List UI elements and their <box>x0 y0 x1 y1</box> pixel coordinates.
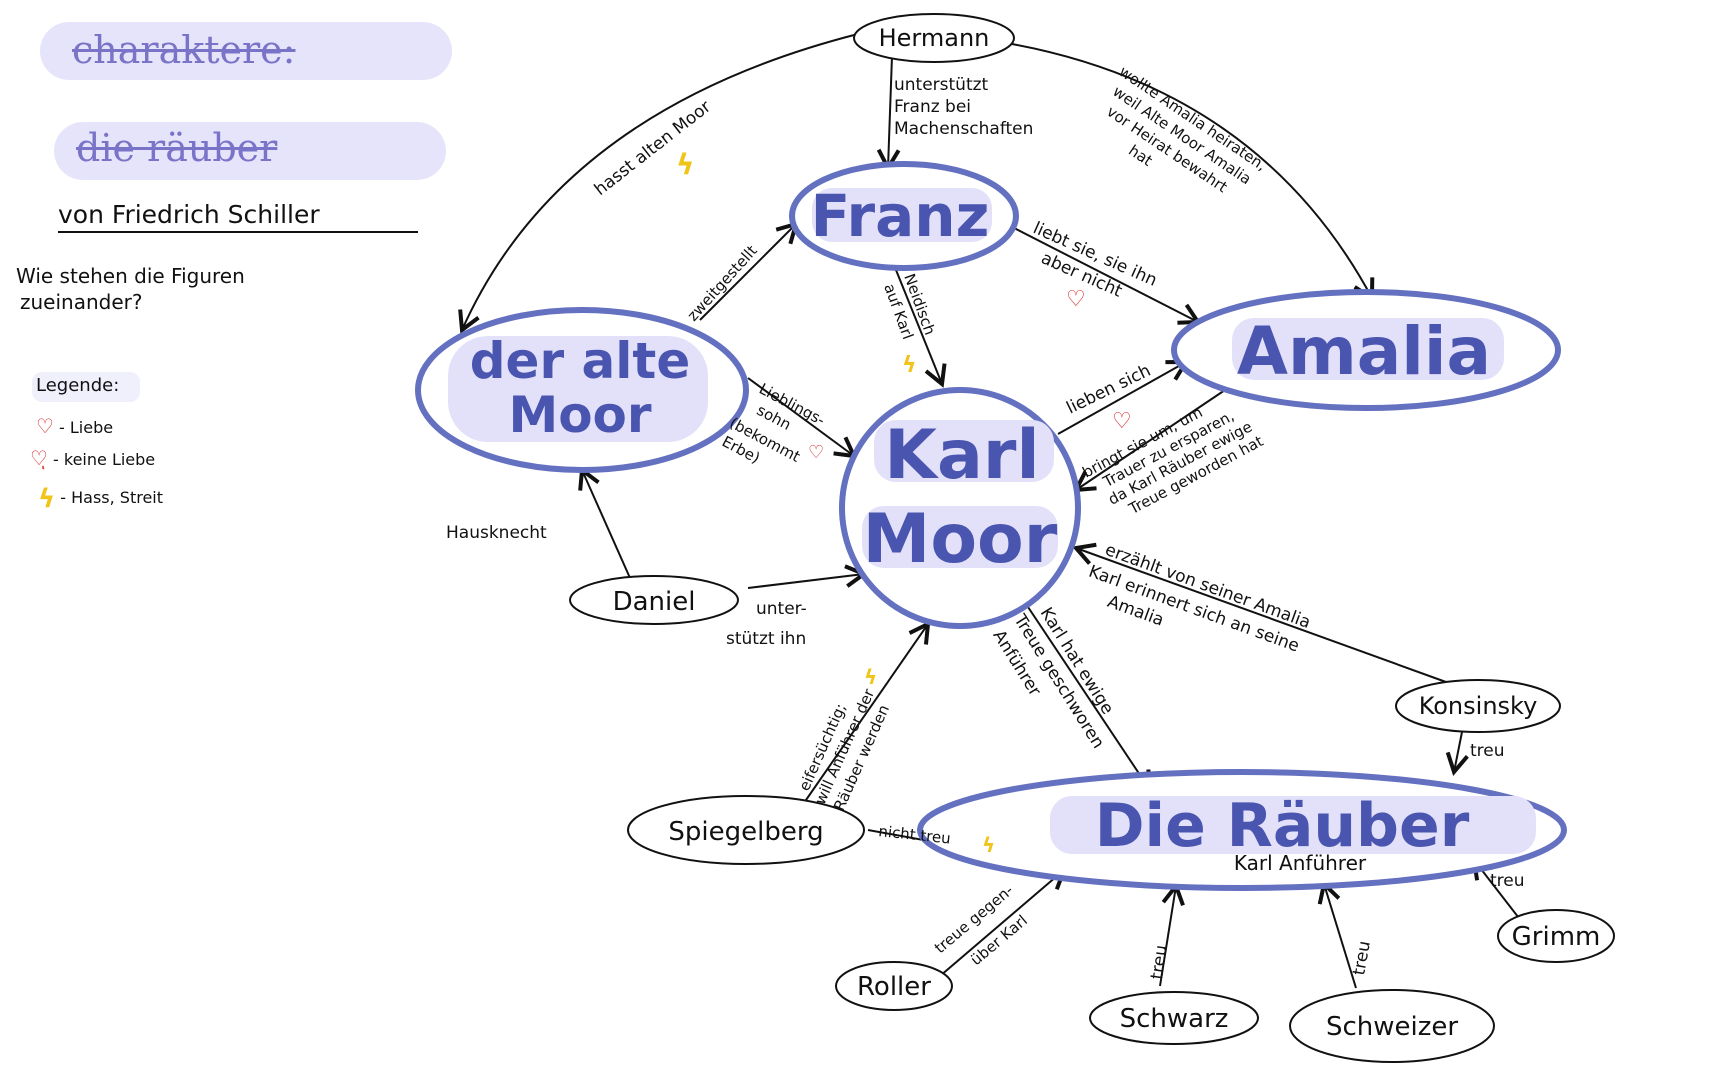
edge-karl-amalia <box>1057 362 1186 435</box>
node-schweizer <box>1289 989 1495 1063</box>
node-karl-moor: Karl Moor <box>839 387 1081 629</box>
label-karl-amalia-love: lieben sich <box>1063 361 1154 419</box>
heart-icon: ♡ <box>36 414 54 438</box>
hermann-label: Hermann <box>879 24 990 52</box>
broken-heart-icon: ♡ <box>1066 287 1086 312</box>
node-schwarz <box>1089 991 1259 1045</box>
legend-title: Legende: <box>36 375 120 396</box>
edge-schweizer-raeuber <box>1324 884 1357 989</box>
edge-schwarz-raeuber <box>1159 886 1176 987</box>
lightning-icon: ϟ <box>38 484 56 514</box>
edge-altemoor-karl <box>747 377 854 456</box>
heart-icon: ♡ <box>1112 409 1132 434</box>
legend-item-hate: ϟ - Hass, Streit <box>38 484 164 514</box>
label-altemoor-franz: zweitgestellt <box>684 242 761 325</box>
edge-hermann-altemoor <box>462 33 859 330</box>
edge-amalia-karl <box>1076 387 1229 490</box>
edge-franz-amalia <box>1013 227 1198 322</box>
label-grimm-raeuber: treu <box>1490 871 1525 891</box>
broken-heart-icon: ♡ͅ <box>30 446 48 470</box>
node-raeuber: Die Räuber Karl Anführer <box>917 769 1567 891</box>
edge-hermann-franz <box>888 55 892 168</box>
edge-roller-raeuber <box>939 870 1064 977</box>
edge-konsinsky-raeuber <box>1454 731 1462 772</box>
label-daniel-karl-2: stützt ihn <box>726 629 806 649</box>
amalia-label: Amalia <box>1237 313 1491 390</box>
lightning-icon: ϟ <box>864 665 877 689</box>
sidebar-question-1: Wie stehen die Figuren <box>16 264 245 288</box>
node-grimm <box>1497 909 1615 963</box>
spiegelberg-label: Spiegelberg <box>668 817 823 847</box>
label-hermann-franz-2: Franz bei <box>894 97 971 117</box>
edge-franz-karl <box>895 269 942 384</box>
edge-hermann-amalia <box>1011 43 1372 298</box>
raeuber-label: Die Räuber <box>1095 791 1470 861</box>
label-hermann-franz-3: Machenschaften <box>894 119 1033 139</box>
label-schwarz-raeuber: treu <box>1147 944 1172 981</box>
legend-item-no-love: ♡ͅ - keine Liebe <box>30 446 156 470</box>
label-konsinsky-raeuber: treu <box>1470 741 1505 761</box>
label-daniel-altemoor: Hausknecht <box>446 523 547 543</box>
legend-highlight <box>32 372 140 402</box>
label-schweizer-raeuber: treu <box>1349 939 1375 976</box>
grimm-label: Grimm <box>1512 922 1601 952</box>
node-alte-moor: der alte Moor <box>415 307 749 473</box>
roller-label: Roller <box>857 972 931 1002</box>
node-hermann <box>853 13 1015 63</box>
alte-moor-label-1: der alte <box>470 332 690 390</box>
franz-label: Franz <box>811 182 990 250</box>
label-hermann-franz-1: unterstützt <box>894 75 989 95</box>
lightning-icon: ϟ <box>676 148 694 181</box>
edge-spiegelberg-karl <box>805 624 928 801</box>
label-hermann-altemoor: hasst alten Moor <box>591 97 715 200</box>
edge-konsinsky-karl <box>1076 548 1447 683</box>
lightning-icon: ϟ <box>982 833 995 857</box>
sidebar-question-2: zueinander? <box>20 290 143 314</box>
sidebar-author: von Friedrich Schiller <box>58 200 418 233</box>
title-highlight-1 <box>40 22 452 80</box>
edge-daniel-karl <box>747 574 864 589</box>
edge-daniel-altemoor <box>582 470 631 579</box>
edge-altemoor-franz <box>699 224 796 321</box>
schweizer-label: Schweizer <box>1326 1012 1458 1042</box>
schwarz-label: Schwarz <box>1120 1004 1229 1034</box>
raeuber-sublabel: Karl Anführer <box>1234 851 1367 875</box>
lightning-icon: ϟ <box>902 353 917 378</box>
node-roller <box>835 961 953 1011</box>
konsinsky-label: Konsinsky <box>1419 692 1538 720</box>
karl-label-2: Moor <box>863 500 1058 579</box>
edge-karl-raeuber <box>1025 603 1150 790</box>
daniel-label: Daniel <box>613 587 696 617</box>
alte-moor-label-2: Moor <box>508 386 651 444</box>
node-amalia: Amalia <box>1171 289 1561 411</box>
legend-item-love: ♡ - Liebe <box>36 414 114 438</box>
node-konsinsky <box>1395 679 1561 733</box>
node-franz: Franz <box>789 161 1019 271</box>
heart-icon: ♡ <box>808 442 824 463</box>
title-highlight-2 <box>54 122 446 180</box>
node-spiegelberg <box>627 795 865 865</box>
karl-label-1: Karl <box>884 416 1039 495</box>
sidebar-title-1: charaktere: <box>72 28 296 72</box>
sidebar-title-2: die räuber <box>76 126 278 170</box>
label-daniel-karl-1: unter- <box>756 599 807 619</box>
node-daniel <box>569 575 739 625</box>
